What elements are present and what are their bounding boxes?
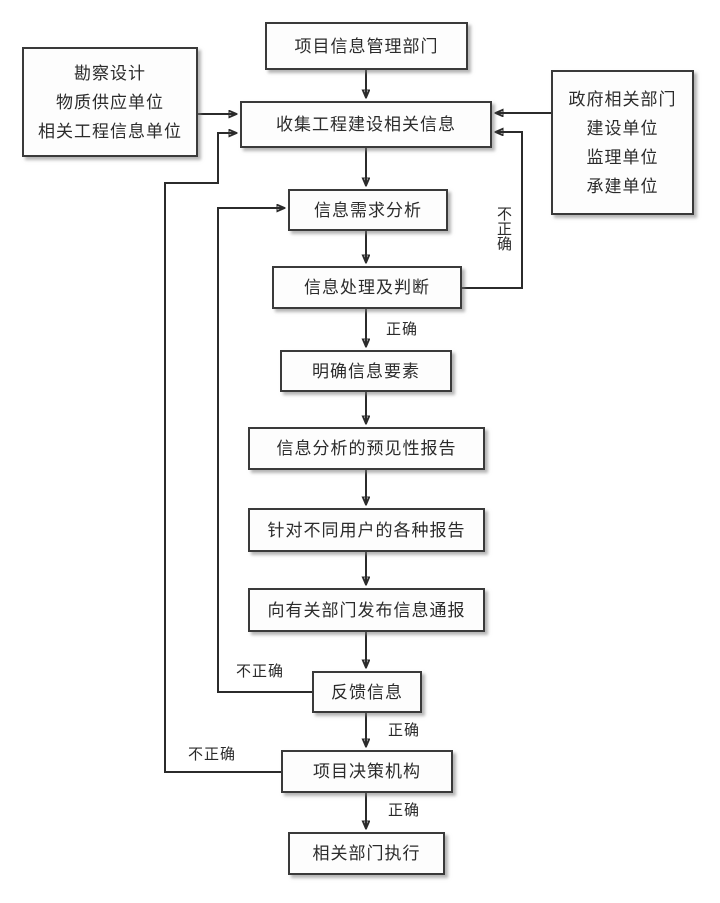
- node-project-info-dept[interactable]: 项目信息管理部门: [265, 22, 468, 70]
- node-label: 信息分析的预见性报告: [276, 439, 457, 458]
- node-label: 向有关部门发布信息通报: [267, 600, 466, 620]
- node-label: 信息处理及判断: [304, 278, 430, 297]
- edge-label-process-correct: 正确: [386, 322, 419, 338]
- node-departments-execute[interactable]: 相关部门执行: [288, 832, 445, 875]
- edge-process-incorrect-to-collect: [462, 132, 523, 289]
- node-label: 针对不同用户的各种报告: [267, 520, 466, 540]
- node-label: 收集工程建设相关信息: [276, 115, 456, 134]
- node-publish-info-bulletin[interactable]: 向有关部门发布信息通报: [248, 588, 485, 632]
- node-project-decision-body[interactable]: 项目决策机构: [281, 750, 453, 793]
- node-label-line-3: 相关工程信息单位: [38, 121, 182, 141]
- node-info-process-judge[interactable]: 信息处理及判断: [272, 266, 462, 309]
- edge-label-feedback-incorrect: 不正确: [236, 664, 285, 680]
- node-label: 项目决策机构: [313, 762, 421, 781]
- node-label: 信息需求分析: [314, 200, 422, 220]
- node-label-line-1: 政府相关部门: [568, 89, 677, 109]
- node-predictive-analysis-report[interactable]: 信息分析的预见性报告: [248, 427, 485, 470]
- node-label-line-1: 勘察设计: [74, 63, 146, 83]
- node-right-sources[interactable]: 政府相关部门 建设单位 监理单位 承建单位: [551, 70, 694, 215]
- node-label-line-4: 承建单位: [586, 176, 659, 196]
- node-label-line-3: 监理单位: [586, 147, 659, 167]
- node-label-line-2: 物质供应单位: [56, 92, 164, 112]
- edge-label-feedback-correct: 正确: [388, 723, 421, 739]
- edge-label-decision-correct: 正确: [388, 803, 421, 819]
- node-label: 相关部门执行: [312, 844, 421, 863]
- node-label: 项目信息管理部门: [294, 36, 439, 56]
- node-left-sources[interactable]: 勘察设计 物质供应单位 相关工程信息单位: [22, 47, 198, 157]
- edge-label-process-incorrect: 不正确: [495, 206, 511, 251]
- node-info-demand-analysis[interactable]: 信息需求分析: [288, 189, 448, 231]
- node-label-line-2: 建设单位: [586, 118, 659, 138]
- node-label: 反馈信息: [331, 682, 403, 702]
- node-feedback-info[interactable]: 反馈信息: [312, 671, 422, 713]
- node-clarify-info-elements[interactable]: 明确信息要素: [280, 350, 452, 392]
- node-label: 明确信息要素: [312, 361, 420, 381]
- edge-label-decision-incorrect: 不正确: [188, 747, 237, 763]
- node-collect-construction-info[interactable]: 收集工程建设相关信息: [240, 101, 492, 148]
- node-user-specific-reports[interactable]: 针对不同用户的各种报告: [248, 508, 485, 552]
